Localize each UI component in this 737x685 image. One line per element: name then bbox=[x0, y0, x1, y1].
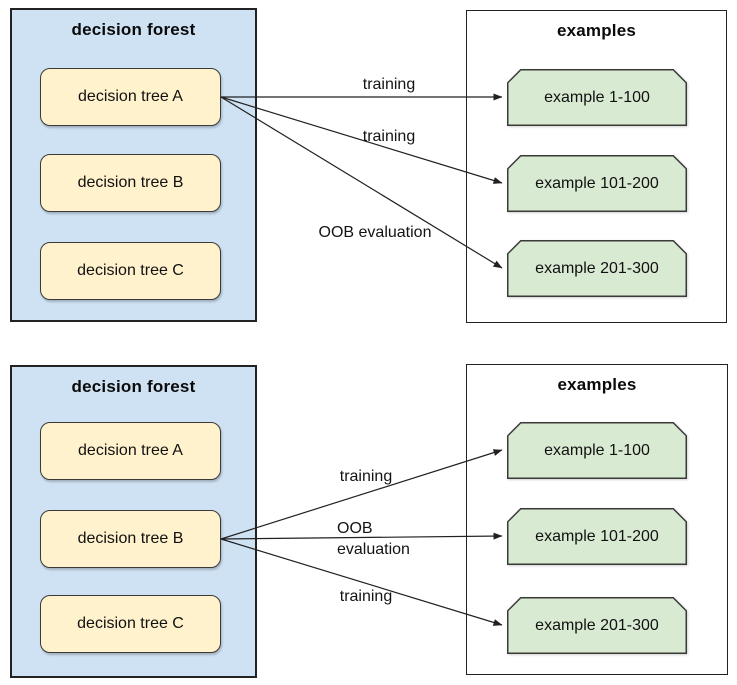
arrow-label-training: training bbox=[339, 588, 393, 605]
tree-node-b-bottom: decision tree B bbox=[40, 510, 221, 568]
example-node-label: example 201-300 bbox=[535, 259, 659, 277]
tree-node-label: decision tree A bbox=[78, 88, 183, 105]
tree-node-label: decision tree B bbox=[77, 174, 184, 191]
beveled-box-shape bbox=[507, 597, 687, 654]
example-node-3-bottom: example 201-300 bbox=[507, 597, 687, 654]
forest-title: decision forest bbox=[71, 20, 196, 39]
tree-node-c-top: decision tree C bbox=[40, 242, 221, 300]
tree-node-b-top: decision tree B bbox=[40, 154, 221, 212]
example-node-2-top: example 101-200 bbox=[507, 155, 687, 212]
tree-node-label: decision tree C bbox=[77, 262, 184, 279]
example-node-label: example 1-100 bbox=[544, 441, 650, 459]
beveled-box-shape bbox=[507, 508, 687, 565]
tree-node-label: decision tree A bbox=[78, 442, 183, 459]
example-node-label: example 101-200 bbox=[535, 174, 659, 192]
arrow-label-oob-evaluation: OOB evaluation bbox=[318, 224, 432, 241]
arrow-label-training: training bbox=[339, 468, 393, 485]
tree-node-a-bottom: decision tree A bbox=[40, 422, 221, 480]
example-node-1-bottom: example 1-100 bbox=[507, 422, 687, 479]
arrow-label-training: training bbox=[362, 128, 416, 145]
forest-title: decision forest bbox=[71, 377, 196, 396]
beveled-box-shape bbox=[507, 422, 687, 479]
example-node-3-top: example 201-300 bbox=[507, 240, 687, 297]
example-node-label: example 1-100 bbox=[544, 88, 650, 106]
example-node-1-top: example 1-100 bbox=[507, 69, 687, 126]
example-node-label: example 201-300 bbox=[535, 616, 659, 634]
beveled-box-shape bbox=[507, 69, 687, 126]
tree-node-label: decision tree C bbox=[77, 615, 184, 632]
tree-node-label: decision tree B bbox=[77, 530, 184, 547]
tree-node-c-bottom: decision tree C bbox=[40, 595, 221, 653]
example-node-label: example 101-200 bbox=[535, 527, 659, 545]
examples-title: examples bbox=[556, 21, 637, 40]
beveled-box-shape bbox=[507, 240, 687, 297]
arrow-label-oob-evaluation: OOB evaluation bbox=[337, 520, 410, 558]
examples-title: examples bbox=[557, 375, 637, 394]
example-node-2-bottom: example 101-200 bbox=[507, 508, 687, 565]
tree-node-a-top: decision tree A bbox=[40, 68, 221, 126]
beveled-box-shape bbox=[507, 155, 687, 212]
arrow-label-training: training bbox=[362, 76, 416, 93]
